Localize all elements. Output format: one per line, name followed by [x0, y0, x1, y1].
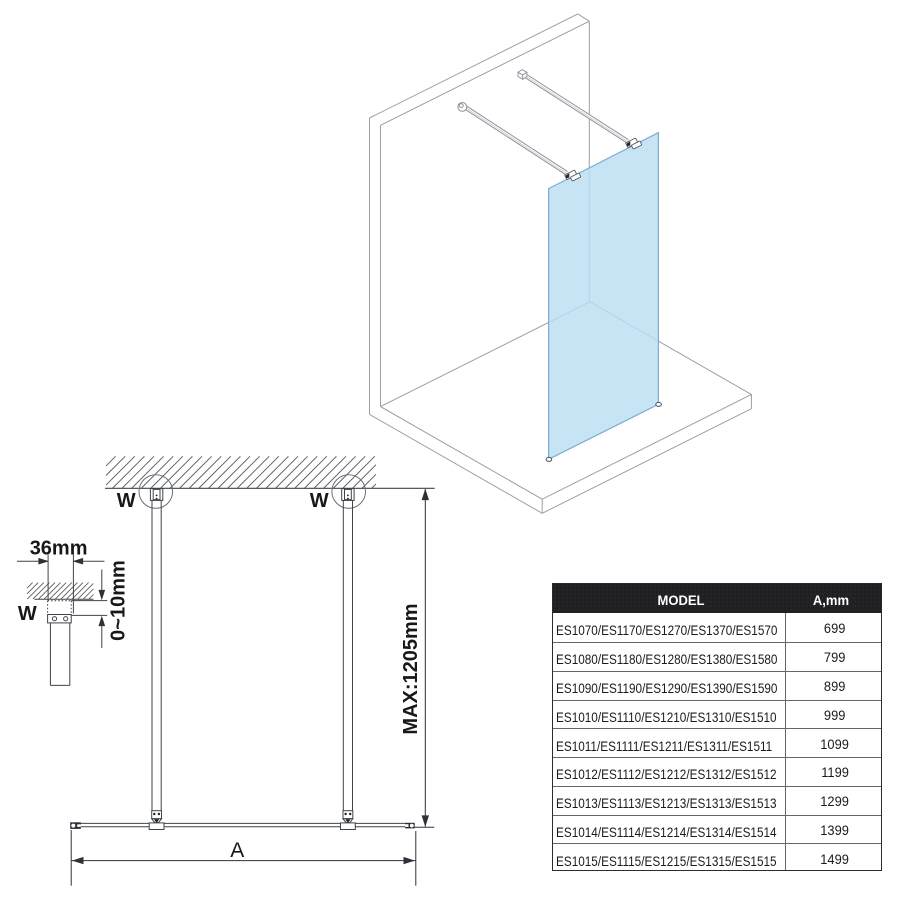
svg-text:W: W [18, 603, 37, 625]
svg-text:A: A [230, 839, 244, 862]
svg-text:W: W [117, 490, 136, 512]
svg-text:0~10mm: 0~10mm [108, 560, 130, 641]
svg-text:36mm: 36mm [30, 538, 88, 560]
svg-text:W: W [310, 490, 329, 512]
svg-text:MAX:1205mm: MAX:1205mm [400, 603, 422, 734]
